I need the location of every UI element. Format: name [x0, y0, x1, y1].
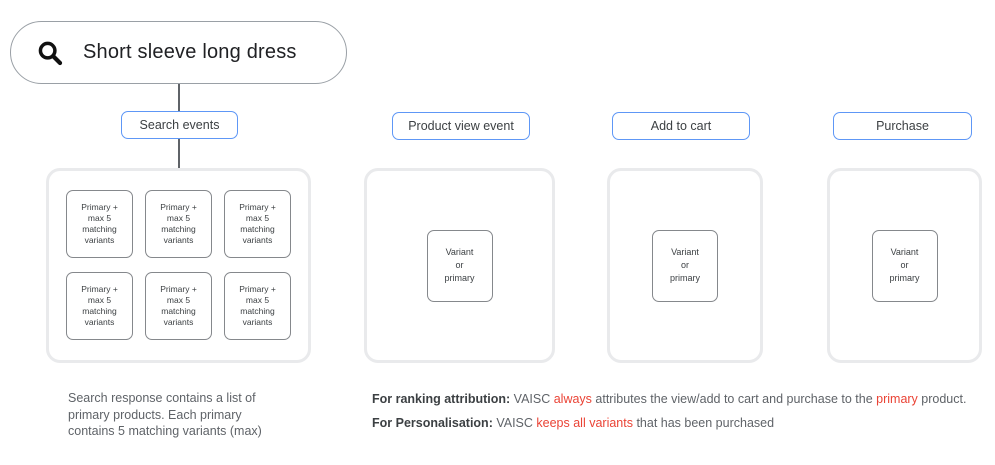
- variant-or-primary-box: Variant or primary: [426, 229, 493, 302]
- purchase-container: Variant or primary: [827, 168, 982, 363]
- event-chip-add-to-cart: Add to cart: [612, 112, 750, 140]
- connector-line-bottom: [178, 139, 180, 169]
- primary-variants-box: Primary + max 5 matching variants: [224, 190, 291, 258]
- add-to-cart-container: Variant or primary: [607, 168, 763, 363]
- primary-variants-box: Primary + max 5 matching variants: [224, 272, 291, 340]
- ranking-attribution-note: For ranking attribution: VAISC always at…: [372, 392, 967, 406]
- variant-or-primary-box: Variant or primary: [871, 229, 938, 302]
- variant-or-primary-box: Variant or primary: [652, 229, 718, 302]
- primary-variants-box: Primary + max 5 matching variants: [145, 190, 212, 258]
- personalisation-note: For Personalisation: VAISC keeps all var…: [372, 416, 775, 430]
- search-input[interactable]: Short sleeve long dress: [10, 21, 347, 84]
- search-events-container: Primary + max 5 matching variants Primar…: [46, 168, 311, 363]
- search-icon: [38, 41, 63, 65]
- event-chip-search-events: Search events: [121, 111, 238, 139]
- search-response-note: Search response contains a list of prima…: [68, 391, 262, 438]
- product-view-container: Variant or primary: [364, 168, 555, 363]
- event-chip-product-view: Product view event: [392, 112, 530, 140]
- attribution-notes: For ranking attribution: VAISC always at…: [372, 391, 966, 432]
- connector-line-top: [178, 84, 180, 111]
- event-chip-purchase: Purchase: [833, 112, 972, 140]
- primary-variants-box: Primary + max 5 matching variants: [145, 272, 212, 340]
- primary-variants-box: Primary + max 5 matching variants: [66, 190, 133, 258]
- primary-variants-box: Primary + max 5 matching variants: [66, 272, 133, 340]
- search-query-text: Short sleeve long dress: [83, 41, 297, 63]
